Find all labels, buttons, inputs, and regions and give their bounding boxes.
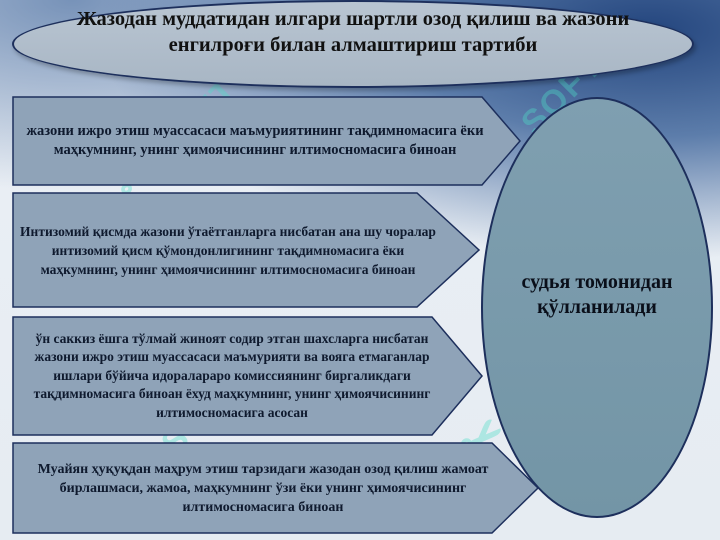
- arrow-shape: [12, 316, 483, 436]
- condition-arrow-2: Интизомий қисмда жазони ўтаётганларга ни…: [12, 192, 482, 308]
- arrow-label: Интизомий қисмда жазони ўтаётганларга ни…: [20, 223, 436, 277]
- arrow-shape: [12, 192, 481, 308]
- authority-oval: [481, 97, 713, 518]
- arrow-label: ўн саккиз ёшга тўлмай жиноят содир этган…: [33, 330, 431, 420]
- condition-arrow-3: ўн саккиз ёшга тўлмай жиноят содир этган…: [12, 316, 484, 436]
- arrow-shape: [12, 96, 521, 186]
- diagram-title: Жазодан муддатидан илгари шартли озод қи…: [76, 8, 630, 56]
- authority-label: судья томонидан қўлланилади: [521, 271, 673, 318]
- condition-arrow-4: Муайян ҳуқуқдан маҳрум этиш тарзидаги жа…: [12, 442, 540, 534]
- condition-arrow-1: жазони ижро этиш муассасаси маъмуриятини…: [12, 96, 522, 186]
- arrow-label: Муайян ҳуқуқдан маҳрум этиш тарзидаги жа…: [37, 461, 489, 515]
- arrow-shape: [12, 442, 540, 534]
- arrow-label: жазони ижро этиш муассасаси маъмуриятини…: [26, 123, 484, 158]
- title-oval: [12, 0, 694, 88]
